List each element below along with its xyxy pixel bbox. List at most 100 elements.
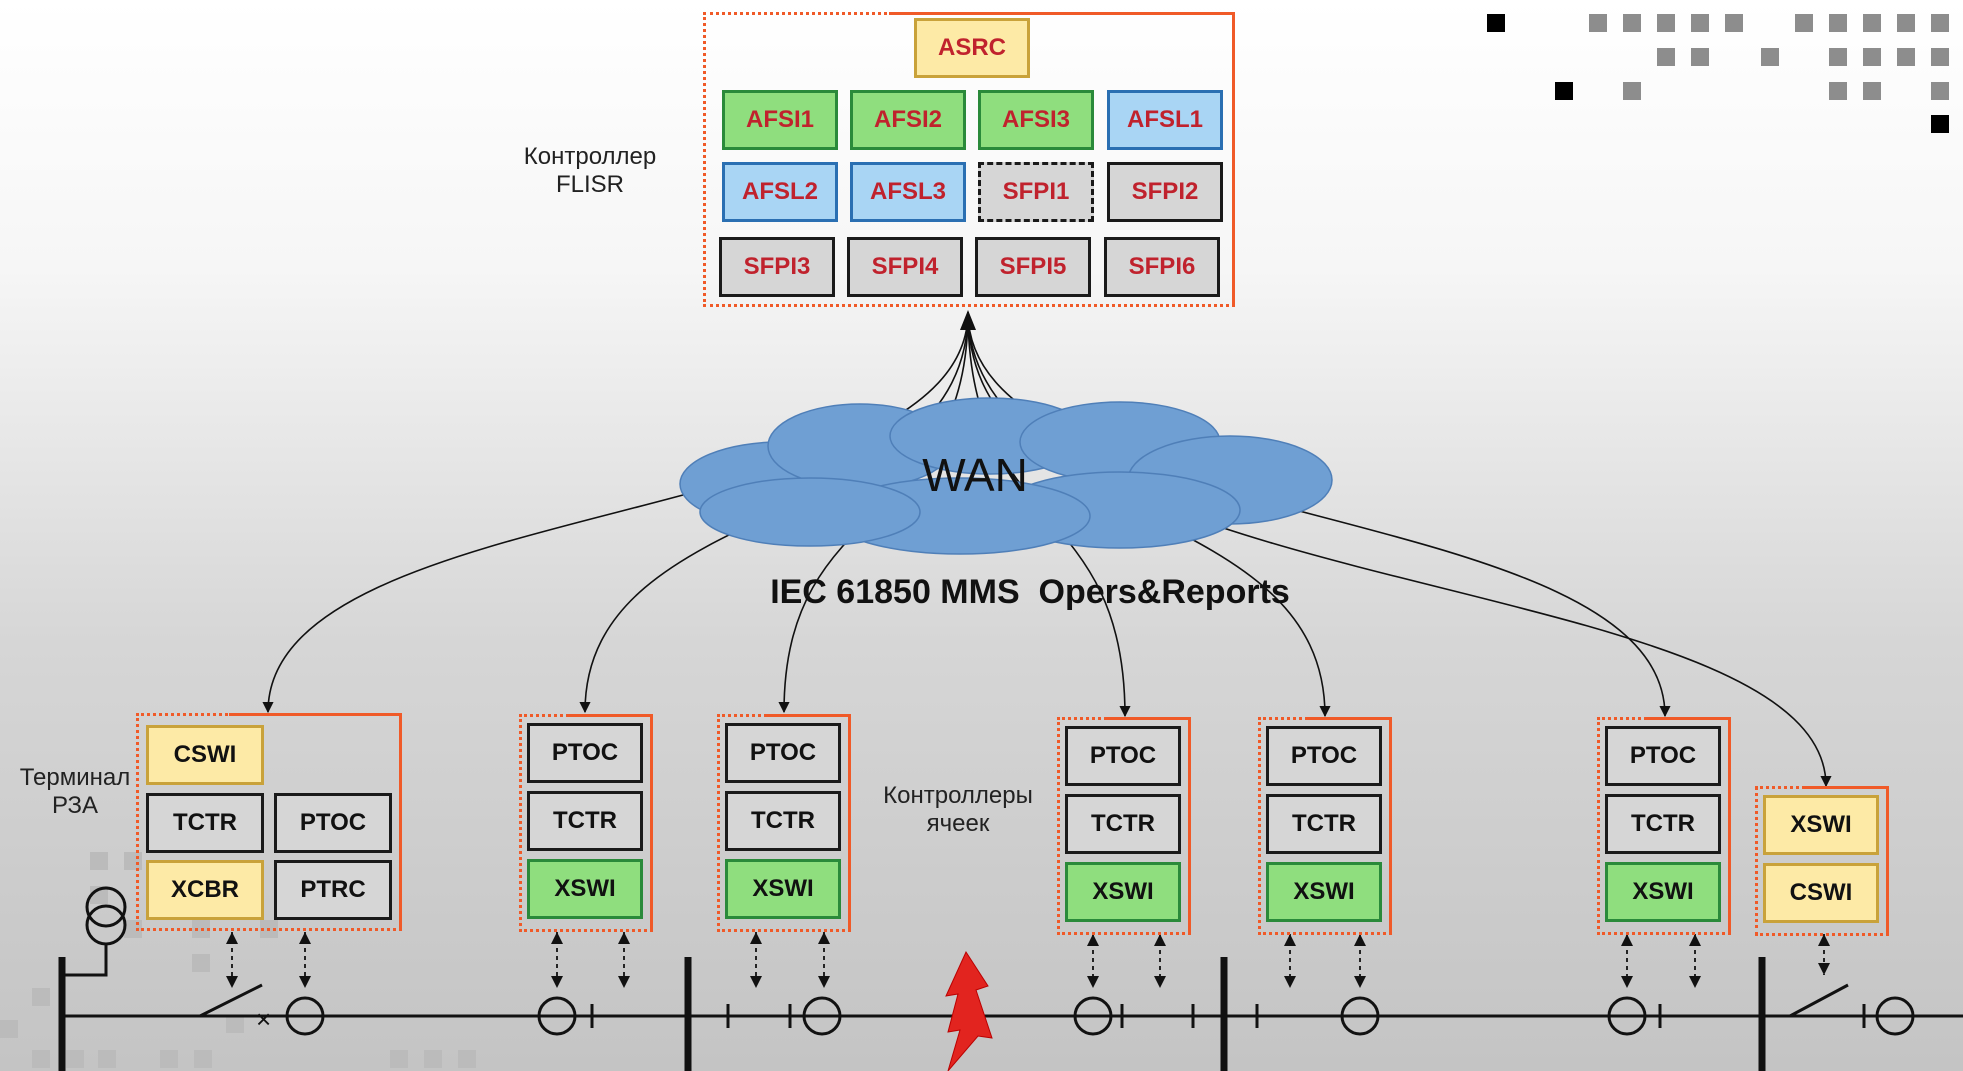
block-sfpi5: SFPI5 xyxy=(975,237,1091,297)
signal-arrow-down xyxy=(551,976,563,988)
block-xswi: XSWI xyxy=(1605,862,1721,922)
block-sfpi1: SFPI1 xyxy=(978,162,1094,222)
signal-arrow-up xyxy=(618,932,630,944)
signal-arrow-up xyxy=(1154,934,1166,946)
controller-frame xyxy=(703,12,1235,307)
signal-arrow-down xyxy=(818,976,830,988)
current-sensor-icon xyxy=(1340,996,1380,1036)
block-afsi1: AFSI1 xyxy=(722,90,838,150)
block-tctr: TCTR xyxy=(1605,794,1721,854)
signal-arrow-up xyxy=(226,932,238,944)
controller-arrowhead xyxy=(960,310,976,330)
signal-arrow-up xyxy=(818,932,830,944)
block-ptoc: PTOC xyxy=(725,723,841,783)
mms-link-6 xyxy=(967,311,1671,718)
current-sensor-icon xyxy=(1607,996,1647,1036)
block-sfpi3: SFPI3 xyxy=(719,237,835,297)
protocol-label: IEC 61850 MMS Opers&Reports xyxy=(770,573,1290,611)
block-xcbr: XCBR xyxy=(146,860,264,920)
block-sfpi2: SFPI2 xyxy=(1107,162,1223,222)
block-afsl3: AFSL3 xyxy=(850,162,966,222)
block-afsl2: AFSL2 xyxy=(722,162,838,222)
block-tctr: TCTR xyxy=(725,791,841,851)
signal-arrow-up xyxy=(1689,934,1701,946)
block-sfpi6: SFPI6 xyxy=(1104,237,1220,297)
block-afsl1: AFSL1 xyxy=(1107,90,1223,150)
bay-frame-2 xyxy=(717,714,851,932)
block-ptrc: PTRC xyxy=(274,860,392,920)
breaker-switch-icon xyxy=(199,983,263,1018)
signal-arrow-up xyxy=(1621,934,1633,946)
signal-arrow-down xyxy=(299,976,311,988)
controller-label-line1: Контроллер xyxy=(523,143,657,170)
block-xswi: XSWI xyxy=(1266,862,1382,922)
block-xswi: XSWI xyxy=(1763,795,1879,855)
signal-arrow-down xyxy=(1621,976,1633,988)
terminal-label: Терминал РЗА xyxy=(0,764,150,820)
terminal-label-line2: РЗА xyxy=(52,792,98,819)
bay-controllers-label: Контроллеры ячеек xyxy=(868,782,1048,838)
block-ptoc: PTOC xyxy=(1266,726,1382,786)
block-tctr: TCTR xyxy=(1065,794,1181,854)
signal-arrow-down xyxy=(618,976,630,988)
current-sensor-icon xyxy=(537,996,577,1036)
terminal-label-line1: Терминал xyxy=(19,764,131,791)
signal-arrow-up xyxy=(1354,934,1366,946)
block-cswi: CSWI xyxy=(1763,863,1879,923)
signal-arrow-down xyxy=(1818,963,1830,975)
block-cswi: CSWI xyxy=(146,725,264,785)
block-ptoc: PTOC xyxy=(1065,726,1181,786)
pixel-pattern-dark xyxy=(1487,14,1949,133)
breaker-x-mark: × xyxy=(256,1004,271,1034)
current-sensor-icon xyxy=(1875,996,1915,1036)
block-xswi: XSWI xyxy=(527,859,643,919)
block-afsi2: AFSI2 xyxy=(850,90,966,150)
signal-arrow-down xyxy=(1087,976,1099,988)
signal-arrow-down xyxy=(1354,976,1366,988)
block-ptoc: PTOC xyxy=(527,723,643,783)
block-ptoc: PTOC xyxy=(274,793,392,853)
switch-icon xyxy=(1789,983,1849,1018)
block-tctr: TCTR xyxy=(1266,794,1382,854)
signal-arrow-down xyxy=(1284,976,1296,988)
bay-frame-3 xyxy=(1057,717,1191,935)
block-afsi3: AFSI3 xyxy=(978,90,1094,150)
signal-arrow-up xyxy=(551,932,563,944)
current-sensor-icon xyxy=(802,996,842,1036)
bay-frame-6 xyxy=(1755,786,1889,936)
block-tctr: TCTR xyxy=(527,791,643,851)
signal-arrow-up xyxy=(1284,934,1296,946)
mms-link-1 xyxy=(262,311,969,714)
terminal-frame xyxy=(136,713,402,931)
bay-controllers-label-line2: ячеек xyxy=(926,810,990,837)
current-sensor-icon xyxy=(285,996,325,1036)
controller-label-line2: FLISR xyxy=(555,171,624,198)
block-xswi: XSWI xyxy=(725,859,841,919)
block-ptoc: PTOC xyxy=(1605,726,1721,786)
lightning-icon xyxy=(945,950,993,1071)
bay-frame-1 xyxy=(519,714,653,932)
power-line: × xyxy=(58,886,1963,1071)
bay-frame-5 xyxy=(1597,717,1731,935)
block-sfpi4: SFPI4 xyxy=(847,237,963,297)
wan-label: WAN xyxy=(922,449,1028,501)
transformer-lead xyxy=(62,944,108,977)
signal-arrow-up xyxy=(1087,934,1099,946)
transformer-icon xyxy=(85,886,127,928)
signal-arrow-down xyxy=(226,976,238,988)
signal-arrow-up xyxy=(1818,934,1830,946)
signal-arrow-up xyxy=(299,932,311,944)
block-xswi: XSWI xyxy=(1065,862,1181,922)
bay-frame-4 xyxy=(1258,717,1392,935)
signal-arrow-down xyxy=(750,976,762,988)
signal-arrow-down xyxy=(1154,976,1166,988)
current-sensor-icon xyxy=(1073,996,1113,1036)
bay-controllers-label-line1: Контроллеры xyxy=(883,782,1033,809)
wan-cloud-icon xyxy=(679,397,1333,555)
signal-arrow-up xyxy=(750,932,762,944)
block-tctr: TCTR xyxy=(146,793,264,853)
signal-arrow-down xyxy=(1689,976,1701,988)
block-asrc: ASRC xyxy=(914,18,1030,78)
controller-label: Контроллер FLISR xyxy=(490,143,690,199)
